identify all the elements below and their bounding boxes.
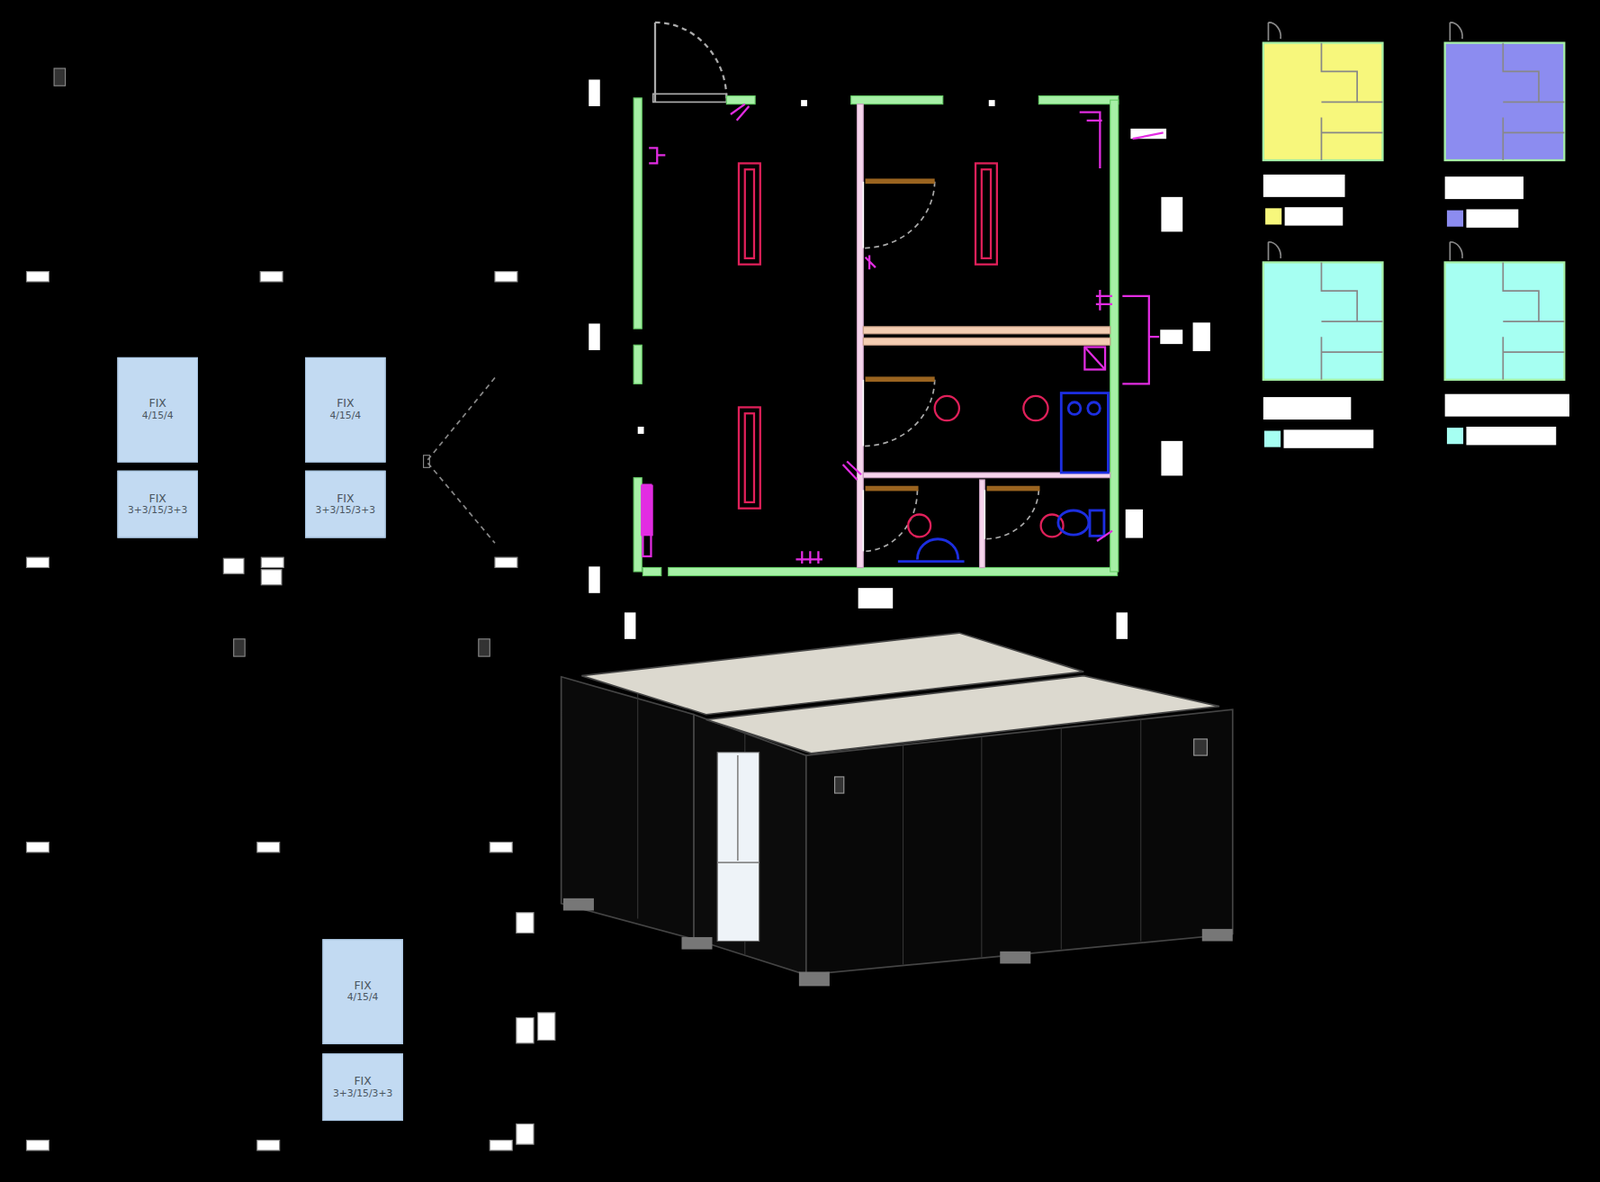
glazing-panel: FIX3+3/15/3+3	[322, 1052, 404, 1121]
glazing-type: FIX	[336, 397, 354, 411]
glass-build-up: 3+3/15/3+3	[332, 1087, 393, 1099]
glass-build-up: 3+3/15/3+3	[127, 504, 188, 516]
glazing-type: FIX	[336, 492, 354, 505]
glazing-type: FIX	[148, 492, 166, 505]
glazing-panel: FIX4/15/4	[305, 357, 387, 463]
glazing-type: FIX	[353, 1075, 371, 1088]
glazing-panel: FIX3+3/15/3+3	[305, 470, 387, 539]
glazing-type: FIX	[353, 979, 371, 993]
glass-build-up: 3+3/15/3+3	[315, 504, 376, 516]
glazing-panel: FIX4/15/4	[322, 938, 404, 1044]
glazing-type: FIX	[148, 397, 166, 411]
glazing-panel: FIX3+3/15/3+3	[116, 470, 198, 539]
glass-build-up: 4/15/4	[329, 410, 361, 422]
glass-build-up: 4/15/4	[142, 410, 174, 422]
glass-build-up: 4/15/4	[347, 992, 379, 1004]
glazing-panel: FIX4/15/4	[116, 357, 198, 463]
